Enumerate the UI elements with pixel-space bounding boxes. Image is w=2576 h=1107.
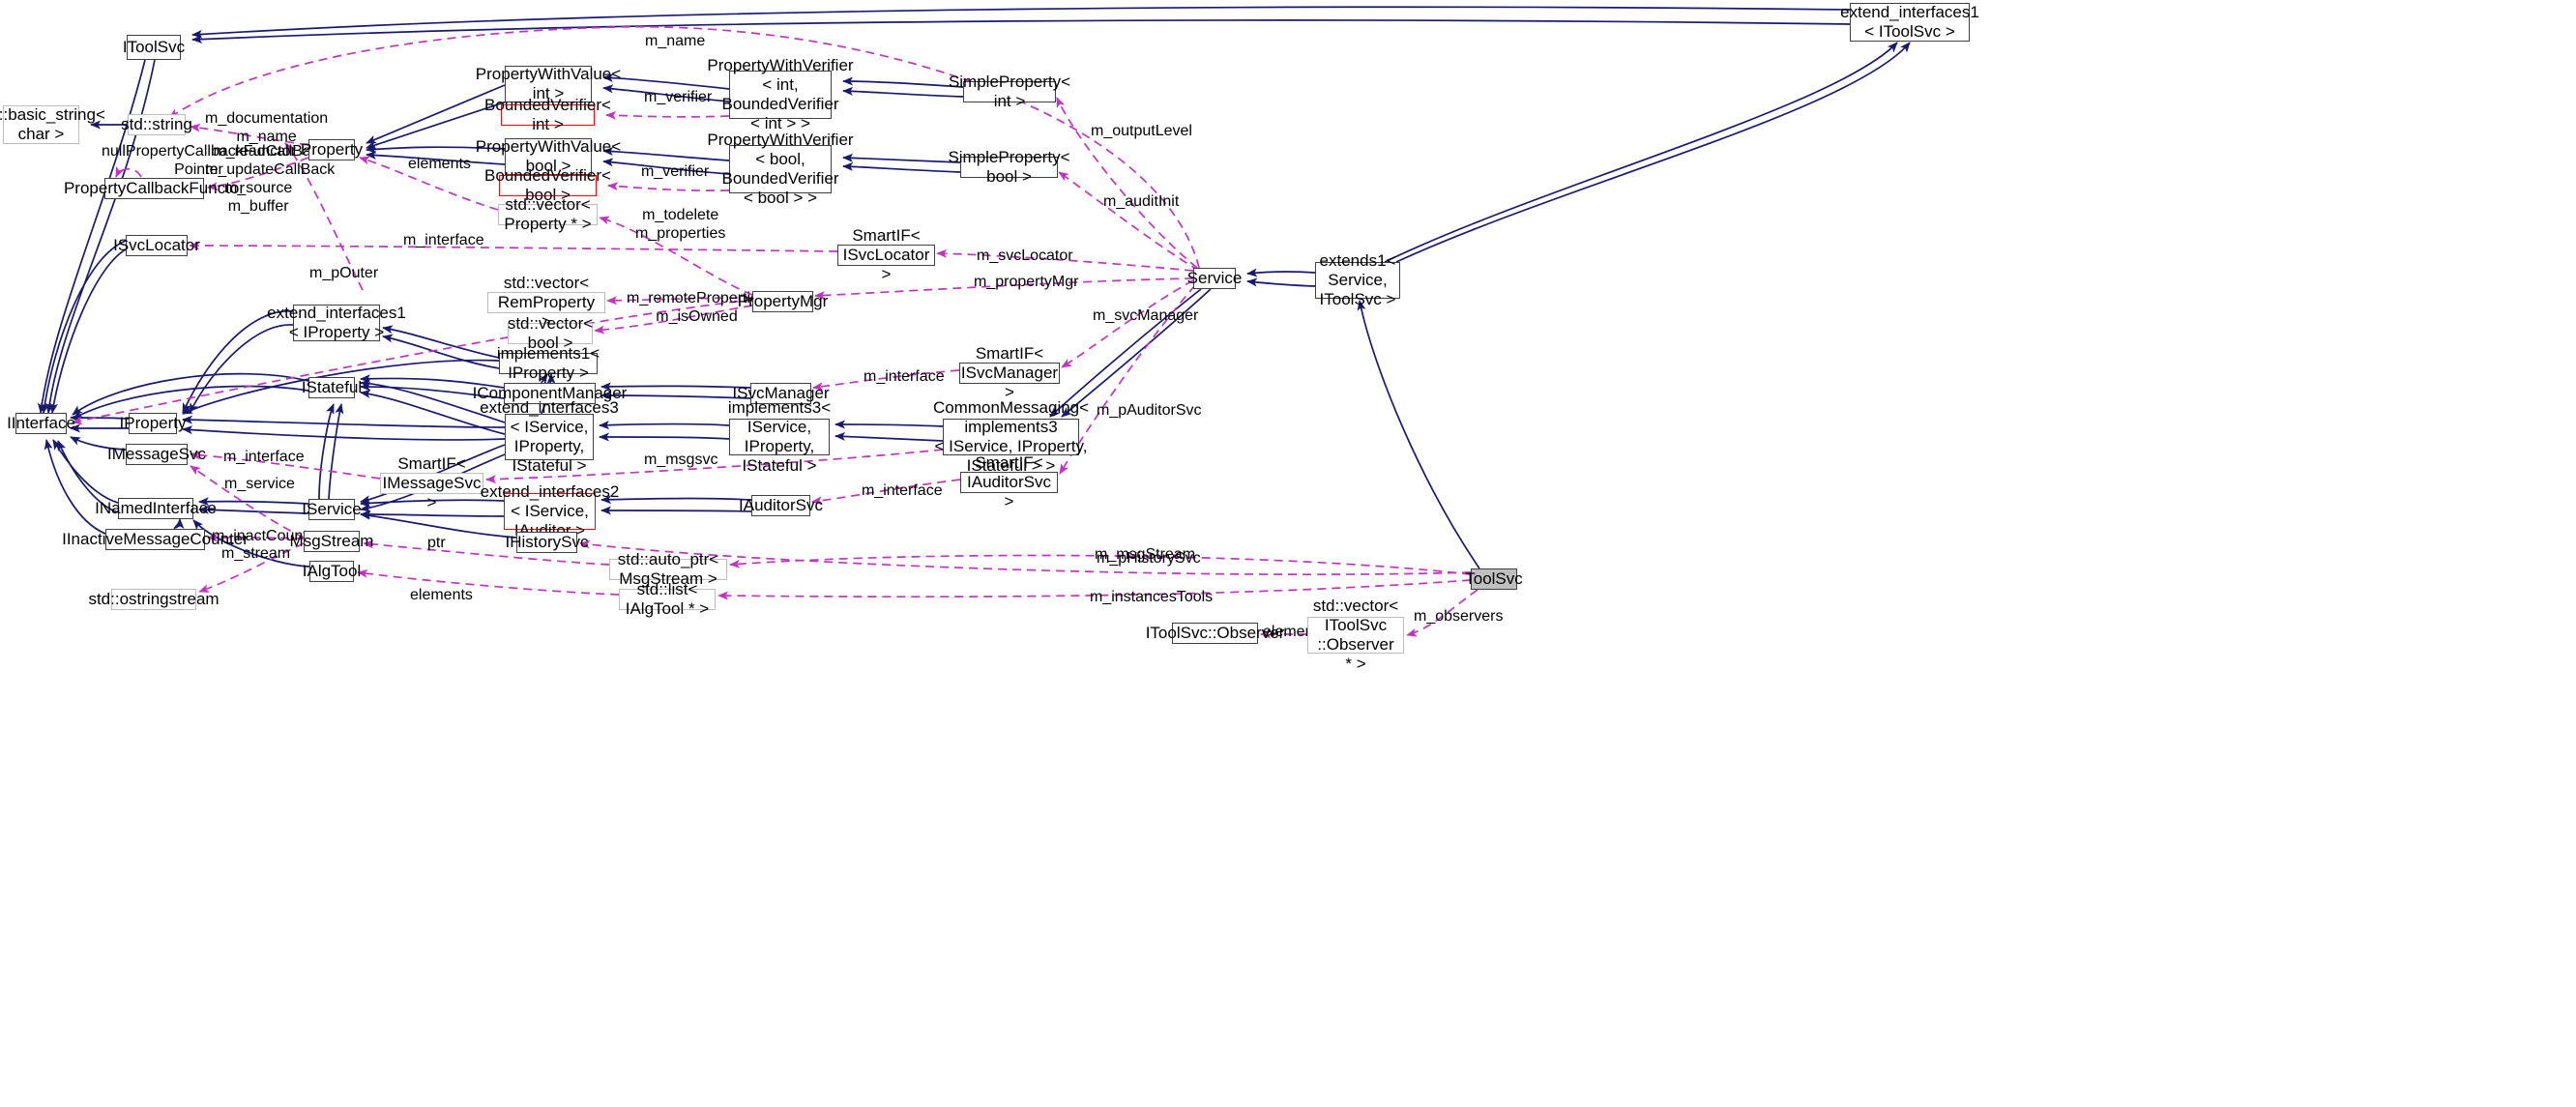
edge-label-lbl_m_propertyMgr: m_propertyMgr: [974, 274, 1079, 290]
class-node-istateful[interactable]: IStateful: [302, 377, 362, 398]
class-node-smartif_imessagesvc[interactable]: SmartIF< IMessageSvc >: [380, 454, 483, 511]
edge-label-lbl_m_svcManager: m_svcManager: [1093, 307, 1199, 324]
edge-label-lbl_m_svcLocator: m_svcLocator: [977, 248, 1073, 264]
class-node-ialgtool[interactable]: IAlgTool: [303, 561, 361, 582]
edge-label-lbl_m_pAuditorSvc: m_pAuditorSvc: [1097, 402, 1202, 419]
class-node-commonmessaging[interactable]: CommonMessaging< implements3 < IService,…: [932, 397, 1090, 476]
edge-label-lbl_m_observers: m_observers: [1414, 608, 1504, 625]
class-node-extend_if3[interactable]: extend_interfaces3 < IService, IProperty…: [480, 397, 619, 476]
edge-label-lbl_m_todelete: m_todelete m_properties: [635, 207, 726, 243]
class-node-pwverifier_bool[interactable]: PropertyWithVerifier < bool, BoundedVeri…: [707, 130, 854, 208]
edge-label-lbl_m_auditInit: m_auditInit: [1103, 193, 1180, 210]
class-node-vec_bool[interactable]: std::vector< bool >: [507, 313, 594, 352]
edge-label-lbl_elements_algtool: elements: [410, 587, 473, 603]
class-node-std_string[interactable]: std::string: [121, 114, 192, 135]
edge-label-lbl_ptr: ptr: [427, 535, 446, 551]
class-node-inamedinterface[interactable]: INamedInterface: [95, 498, 217, 519]
class-node-property[interactable]: Property: [301, 139, 363, 160]
edge-label-lbl_m_verifier_bool: m_verifier: [641, 163, 710, 180]
class-node-itoolsvc_observer[interactable]: IToolSvc::Observer: [1146, 623, 1284, 644]
class-node-extend_if1_itoolsvc[interactable]: extend_interfaces1 < IToolSvc >: [1840, 2, 1979, 42]
class-node-service[interactable]: Service: [1187, 268, 1242, 289]
edge-label-lbl_m_service: m_service: [224, 476, 295, 492]
edge-label-lbl_m_interface_aud: m_interface: [862, 482, 943, 499]
edge-label-lbl_m_verifier_int: m_verifier: [644, 89, 713, 105]
class-node-itoolsvc[interactable]: IToolSvc: [123, 35, 185, 60]
edge-label-lbl_m_pHistorySvc: m_pHistorySvc: [1097, 550, 1201, 567]
class-node-iservice[interactable]: IService: [302, 499, 362, 520]
class-node-propertymgr[interactable]: PropertyMgr: [738, 291, 828, 312]
class-node-smartif_isvclocator[interactable]: SmartIF< ISvcLocator >: [837, 226, 935, 283]
class-node-simpleprop_int[interactable]: SimpleProperty< int >: [948, 72, 1071, 110]
class-node-ostringstream[interactable]: std::ostringstream: [88, 589, 220, 610]
class-node-implements1_iprop[interactable]: implements1< IProperty >: [496, 343, 600, 382]
class-node-iproperty[interactable]: IProperty: [120, 413, 187, 434]
class-node-pwverifier_int[interactable]: PropertyWithVerifier < int, BoundedVerif…: [707, 55, 854, 133]
class-node-extend_if1_iproperty[interactable]: extend_interfaces1 < IProperty >: [267, 303, 406, 341]
class-node-propcallbackfunctor[interactable]: PropertyCallbackFunctor: [64, 178, 245, 199]
class-node-isvcmanager[interactable]: ISvcManager: [732, 383, 830, 404]
class-node-isvclocator[interactable]: ISvcLocator: [113, 235, 200, 256]
class-node-iauditorsvc[interactable]: IAuditorSvc: [739, 495, 823, 516]
class-node-vec_observer[interactable]: std::vector< IToolSvc ::Observer * >: [1307, 597, 1404, 673]
class-node-bv_int[interactable]: BoundedVerifier< int >: [484, 95, 611, 133]
class-node-ihistorysvc[interactable]: IHistorySvc: [506, 532, 588, 553]
class-node-extend_if2[interactable]: extend_interfaces2 < IService, IAuditor …: [480, 481, 620, 540]
edge-label-lbl_elements_prop: elements: [408, 156, 471, 172]
class-node-vec_remproperty[interactable]: std::vector< RemProperty >: [487, 274, 605, 331]
class-node-smartif_iauditorsvc[interactable]: SmartIF< IAuditorSvc >: [960, 453, 1058, 510]
class-node-smartif_isvcmanager[interactable]: SmartIF< ISvcManager >: [959, 343, 1060, 402]
class-node-iinterface[interactable]: IInterface: [7, 413, 75, 434]
class-node-imessagesvc[interactable]: IMessageSvc: [107, 444, 206, 465]
class-node-list_ialgtool[interactable]: std::list< IAlgTool * >: [619, 580, 716, 618]
class-node-toolsvc[interactable]: ToolSvc: [1465, 568, 1523, 590]
class-node-autoptr_msgstream[interactable]: std::auto_ptr< MsgStream >: [609, 550, 727, 588]
class-node-implements3[interactable]: implements3< IService, IProperty, IState…: [727, 397, 832, 476]
edge-label-lbl_m_interface_svcm: m_interface: [864, 368, 945, 385]
edge-label-lbl_m_interface_svcl: m_interface: [403, 232, 484, 248]
class-node-extends1_service[interactable]: extends1< Service, IToolSvc >: [1315, 251, 1400, 308]
edge-label-lbl_m_pOuter: m_pOuter: [309, 265, 379, 281]
edge-label-lbl_m_name_top: m_name: [645, 33, 706, 49]
class-node-bv_bool[interactable]: BoundedVerifier< bool >: [484, 165, 611, 204]
class-node-vec_property[interactable]: std::vector< Property * >: [498, 195, 598, 233]
edge-label-lbl_m_outputLevel: m_outputLevel: [1091, 123, 1192, 139]
edge-label-lbl_m_instancesTools: m_instancesTools: [1090, 589, 1214, 605]
edge-label-lbl_m_interface_imsg: m_interface: [223, 449, 305, 465]
edge-label-lbl_m_msgsvc: m_msgsvc: [644, 452, 718, 468]
class-node-basic_string[interactable]: std::basic_string< char >: [0, 104, 105, 144]
class-node-simpleprop_bool[interactable]: SimpleProperty< bool >: [948, 147, 1070, 186]
class-node-iinactivemsgcounter[interactable]: IInactiveMessageCounter: [62, 529, 249, 550]
class-node-msgstream[interactable]: MsgStream: [290, 531, 373, 552]
